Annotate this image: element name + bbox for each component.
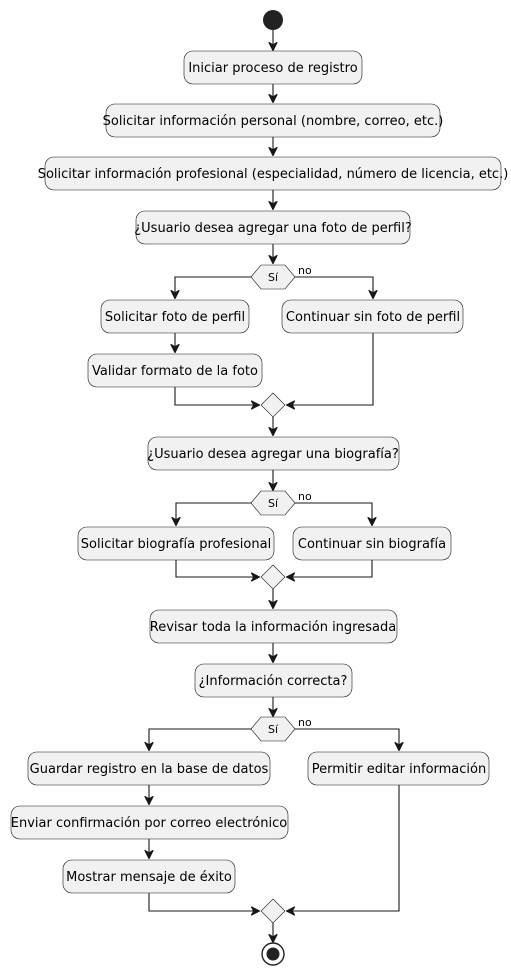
edge [295,276,373,298]
action-validar-foto: Validar formato de la foto [87,353,263,388]
action-permitir-editar: Permitir editar información [307,751,490,786]
action-continuar-sin-biografia: Continuar sin biografía [292,526,452,561]
action-solicitar-biografia: Solicitar biografía profesional [77,526,275,561]
edge [175,560,259,577]
edge [287,785,400,911]
action-label: Solicitar foto de perfil [105,310,245,325]
action-label: Validar formato de la foto [92,364,258,379]
action-label: Permitir editar información [312,762,486,777]
edge [174,387,259,405]
branch-label-no: no [298,264,312,277]
edge [295,502,372,525]
edge [176,502,251,525]
edge [175,276,251,298]
action-label: Revisar toda la información ingresada [150,620,396,635]
action-continuar-sin-foto: Continuar sin foto de perfil [281,299,464,334]
action-pregunta-informacion-correcta: ¿Información correcta? [194,663,353,698]
action-mostrar-exito: Mostrar mensaje de éxito [62,859,236,894]
branch-label-yes: Sí [268,497,279,510]
edge [287,560,373,577]
action-label: Continuar sin biografía [298,537,446,552]
branch-label-yes: Sí [268,271,279,284]
branch-label-no: no [298,490,312,503]
action-solicitar-info-personal: Solicitar información personal (nombre, … [103,103,444,138]
action-label: ¿Información correcta? [199,674,348,689]
edge [295,728,399,750]
action-solicitar-foto: Solicitar foto de perfil [100,299,250,334]
action-label: Continuar sin foto de perfil [286,310,460,325]
action-label: ¿Usuario desea agregar una foto de perfi… [134,221,412,236]
action-label: Solicitar información personal (nombre, … [103,114,444,129]
action-label: Solicitar biografía profesional [81,537,271,552]
action-solicitar-info-profesional: Solicitar información profesional (espec… [38,156,509,191]
action-pregunta-biografia: ¿Usuario desea agregar una biografía? [147,436,400,471]
edge [149,728,251,750]
end-node [261,942,285,966]
action-iniciar-proceso: Iniciar proceso de registro [183,50,363,85]
branch-label-no: no [298,716,312,729]
action-label: Enviar confirmación por correo electróni… [11,816,287,831]
action-revisar-informacion: Revisar toda la información ingresada [149,609,398,644]
action-label: ¿Usuario desea agregar una biografía? [147,447,399,462]
action-label: Iniciar proceso de registro [188,61,357,76]
branch-label-yes: Sí [268,723,279,736]
action-pregunta-foto: ¿Usuario desea agregar una foto de perfi… [134,210,412,245]
merge-informacion [260,898,286,924]
edge [287,333,374,405]
start-node [263,10,283,30]
action-label: Mostrar mensaje de éxito [66,870,232,885]
action-guardar-registro: Guardar registro en la base de datos [27,751,271,786]
edge [148,893,259,911]
action-label: Solicitar información profesional (espec… [38,167,509,182]
action-enviar-confirmacion: Enviar confirmación por correo electróni… [10,805,289,840]
merge-foto [260,392,286,418]
merge-biografia [260,564,286,590]
action-label: Guardar registro en la base de datos [30,762,269,777]
